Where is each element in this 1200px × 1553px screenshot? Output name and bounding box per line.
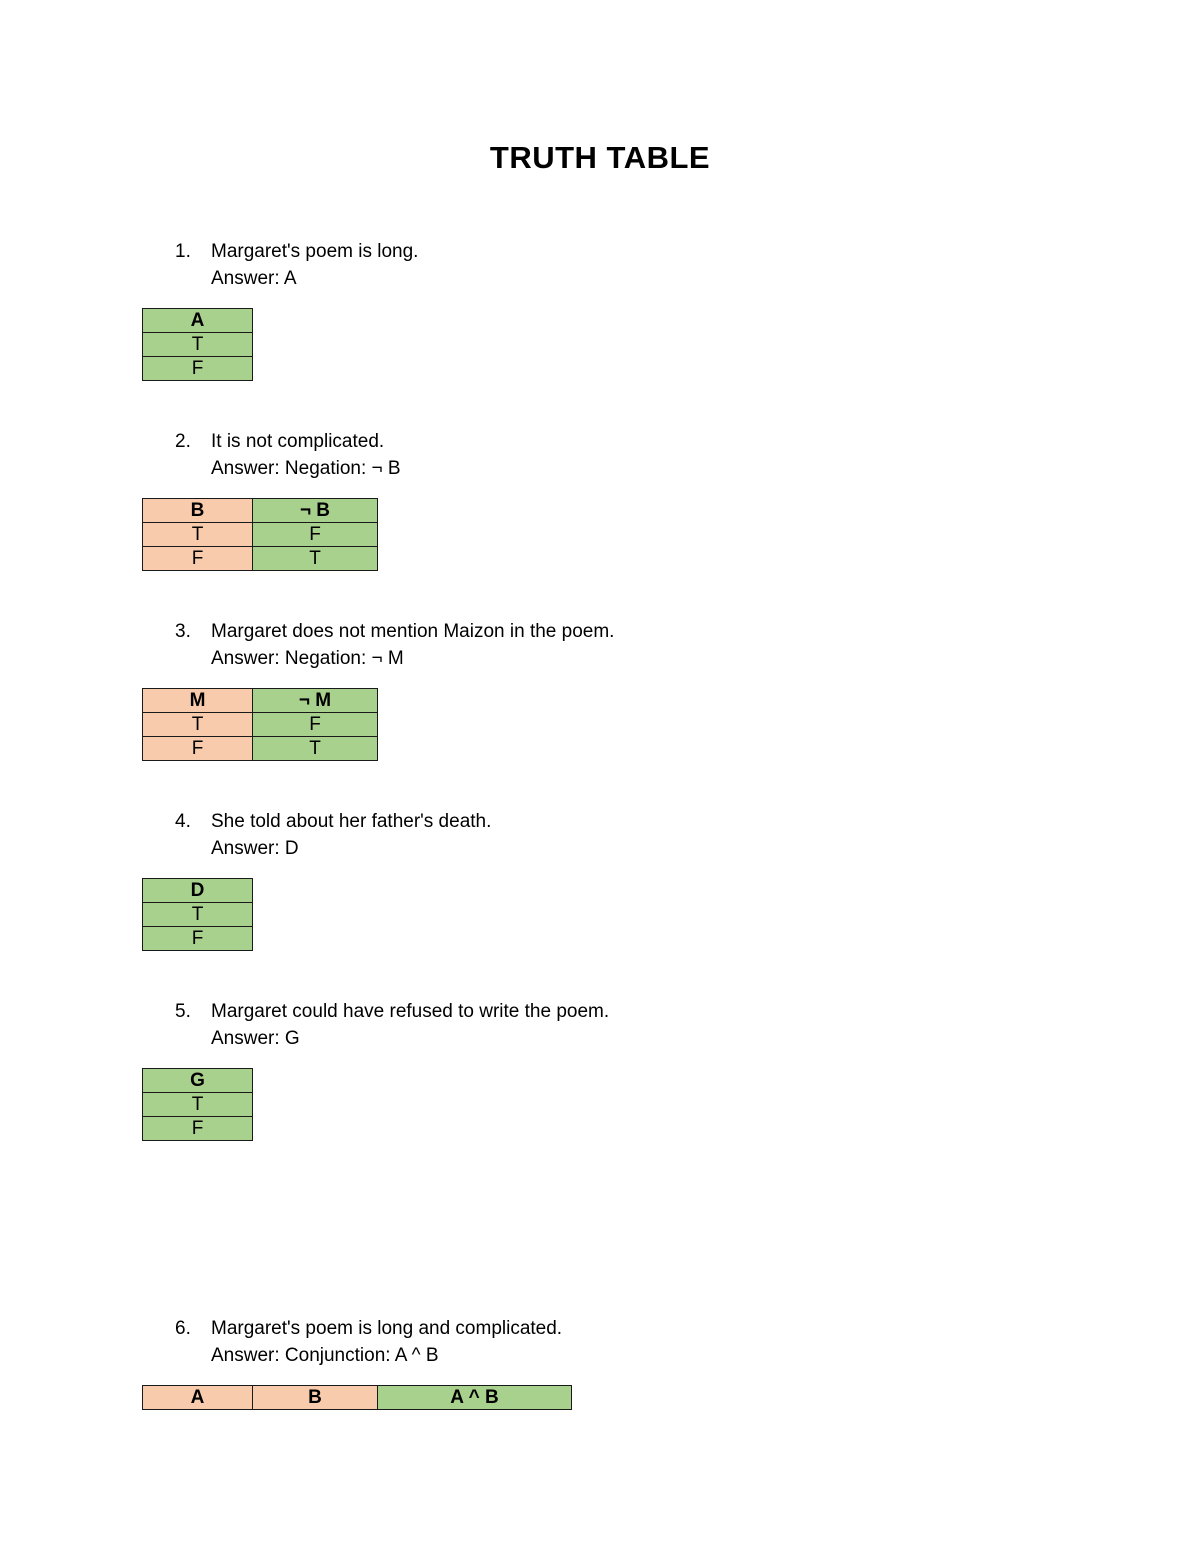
truth-table-4: D T F [142,878,253,951]
table-header-cell: B [142,498,253,523]
question-3: 3. Margaret does not mention Maizon in th… [175,618,614,672]
table-header-cell: M [142,688,253,713]
question-statement: Margaret does not mention Maizon in the … [211,621,615,642]
question-number: 6. [175,1318,191,1339]
question-5: 5. Margaret could have refused to write t… [175,998,609,1052]
question-answer: Answer: D [211,838,299,859]
table-cell: T [252,736,378,761]
table-cell: F [142,736,253,761]
table-header-cell: A ^ B [377,1385,572,1410]
table-cell: F [252,522,378,547]
question-answer: Answer: A [211,268,297,289]
table-cell: F [142,926,253,951]
table-header-cell: B [252,1385,378,1410]
question-statement: Margaret could have refused to write the… [211,1001,610,1022]
question-answer: Answer: Negation: ¬ M [211,648,404,669]
question-number: 4. [175,811,191,832]
question-statement: She told about her father's death. [211,811,492,832]
table-header-cell: G [142,1068,253,1093]
table-cell: F [142,1116,253,1141]
table-cell: F [252,712,378,737]
question-statement: It is not complicated. [211,431,385,452]
question-answer: Answer: G [211,1028,300,1049]
truth-table-5: G T F [142,1068,253,1141]
table-cell: T [142,712,253,737]
table-cell: F [142,356,253,381]
table-cell: T [142,1092,253,1117]
page-title: TRUTH TABLE [489,140,711,175]
table-header-cell: D [142,878,253,903]
table-header-cell: ¬ B [252,498,378,523]
question-6: 6. Margaret's poem is long and complicate… [175,1315,562,1369]
table-cell: T [142,332,253,357]
table-header-cell: A [142,308,253,333]
truth-table-2: B ¬ B T F F T [142,498,378,571]
table-cell: F [142,546,253,571]
question-number: 2. [175,431,191,452]
truth-table-3: M ¬ M T F F T [142,688,378,761]
question-number: 3. [175,621,191,642]
question-answer: Answer: Negation: ¬ B [211,458,401,479]
question-number: 1. [175,241,191,262]
question-statement: Margaret's poem is long and complicated. [211,1318,563,1339]
table-header-cell: A [142,1385,253,1410]
table-cell: T [142,522,253,547]
table-cell: T [252,546,378,571]
question-4: 4. She told about her father's death. Ans… [175,808,491,862]
table-header-cell: ¬ M [252,688,378,713]
question-2: 2. It is not complicated. Answer: Negatio… [175,428,401,482]
truth-table-6: A B A ^ B [142,1385,572,1410]
table-cell: T [142,902,253,927]
question-statement: Margaret's poem is long. [211,241,419,262]
question-number: 5. [175,1001,191,1022]
question-answer: Answer: Conjunction: A ^ B [211,1345,439,1366]
truth-table-1: A T F [142,308,253,381]
question-1: 1. Margaret's poem is long. Answer: A [175,238,418,292]
